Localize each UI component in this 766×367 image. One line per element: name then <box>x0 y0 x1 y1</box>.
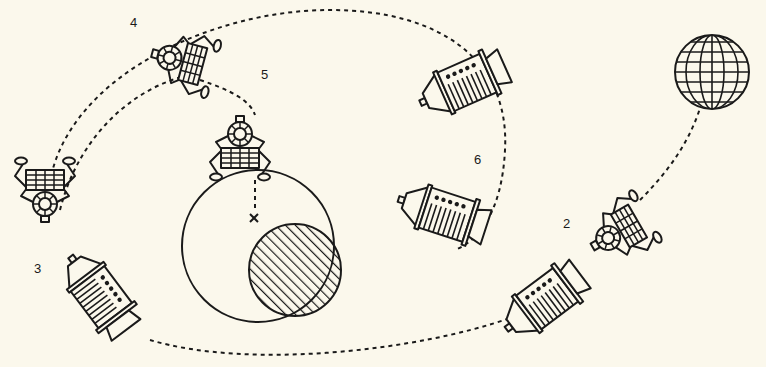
callout-number: 4 <box>130 16 137 29</box>
callout-number: 3 <box>34 262 41 275</box>
callout-number: 2 <box>563 217 570 230</box>
callout-number: 5 <box>261 68 268 81</box>
callout-number: 6 <box>474 153 481 166</box>
